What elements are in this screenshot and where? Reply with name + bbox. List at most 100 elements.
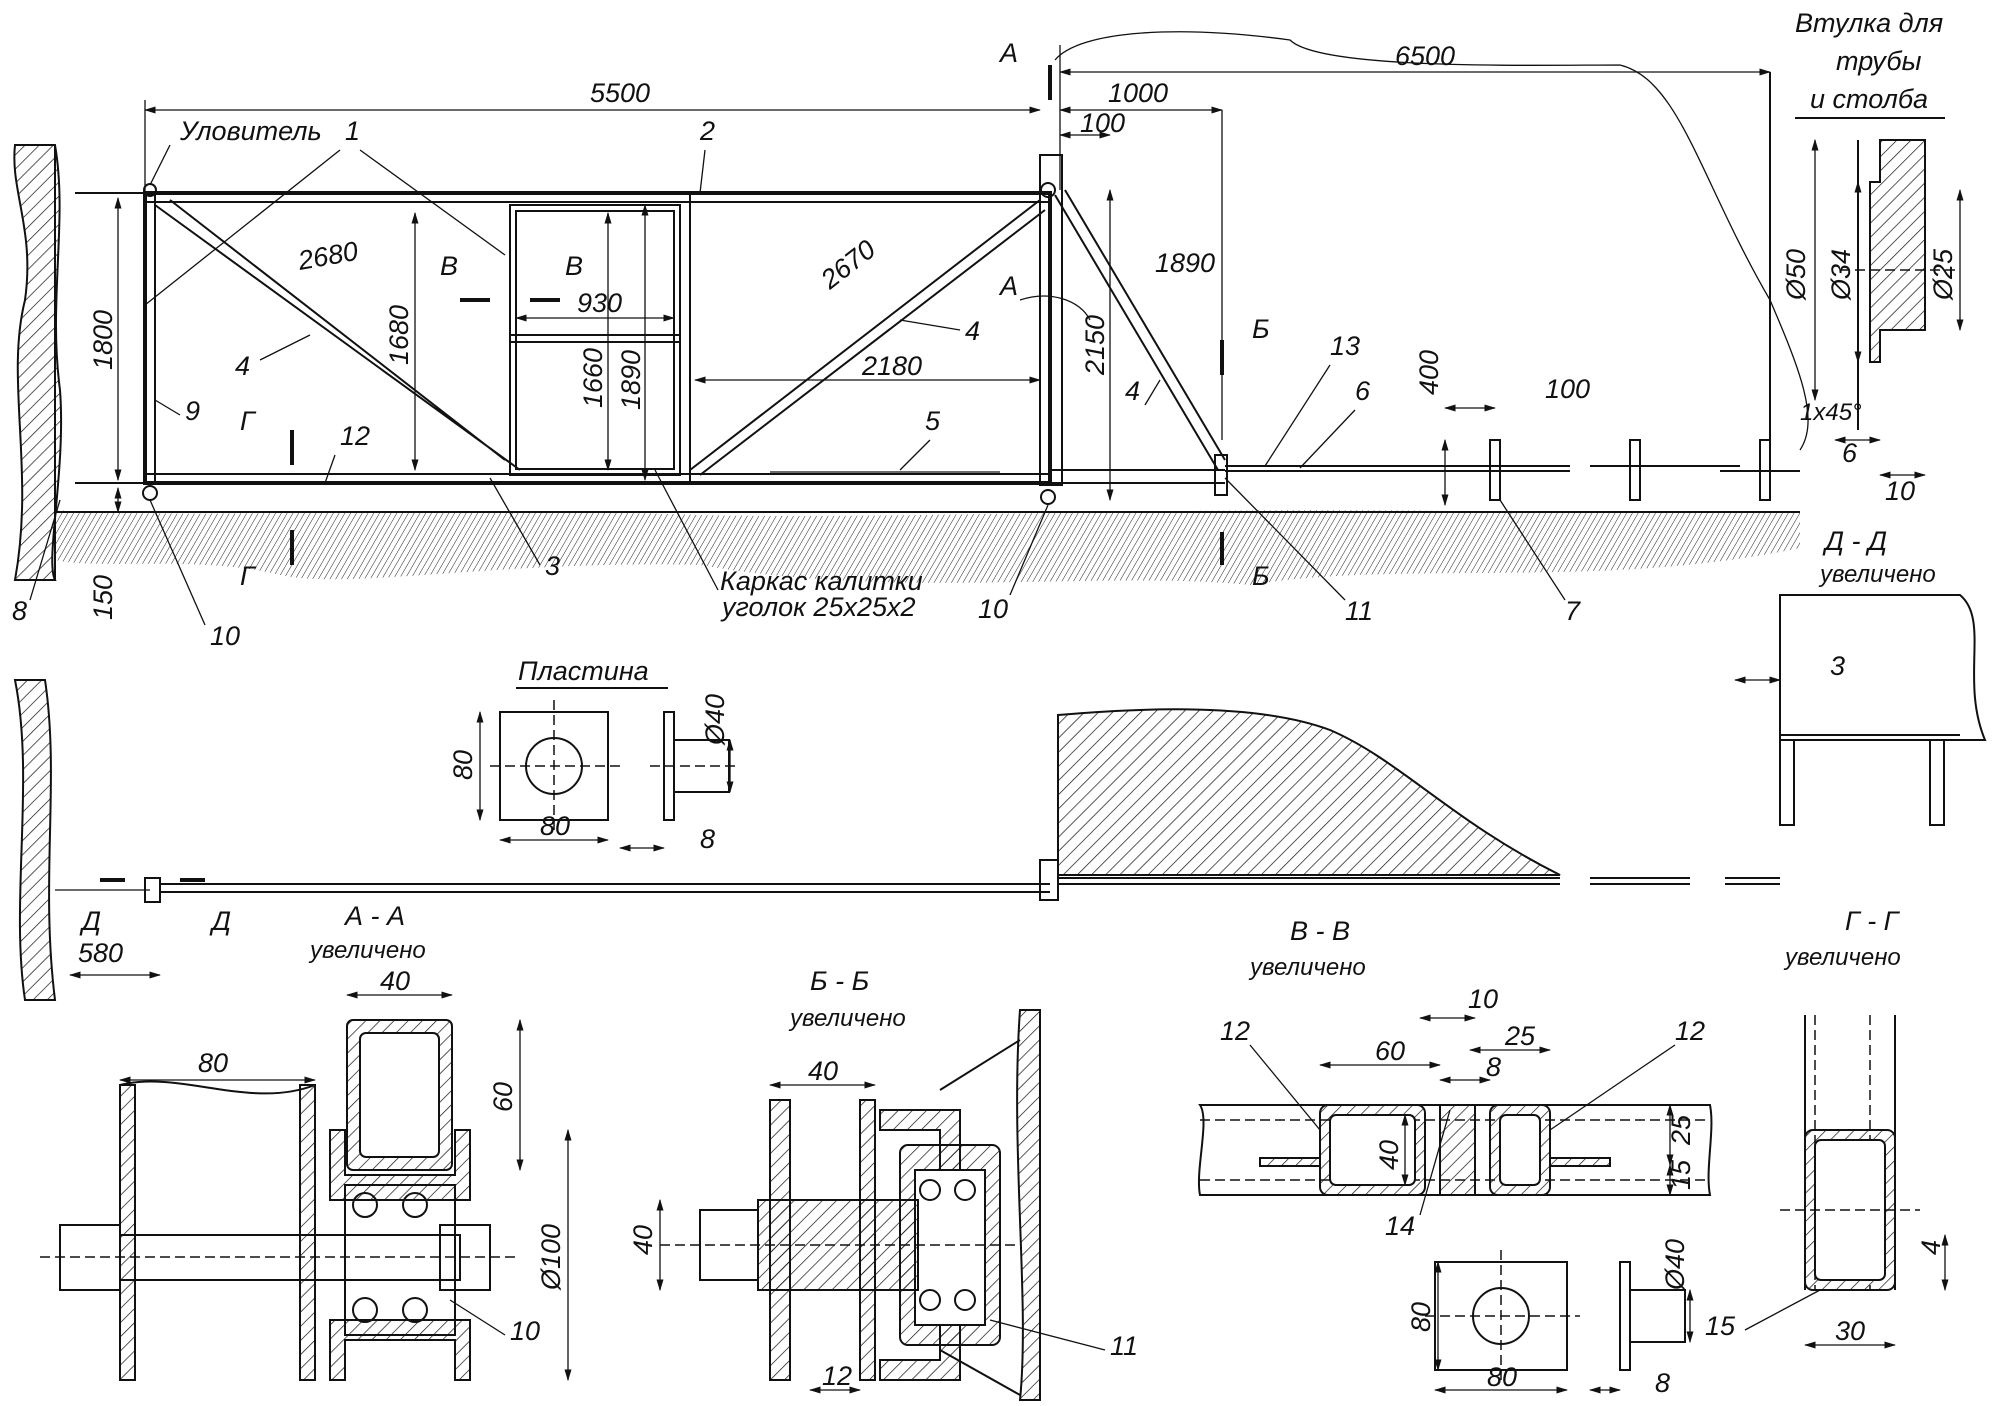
dim-dia34: Ø34: [1826, 249, 1856, 301]
part-8: 8: [12, 596, 27, 626]
dim-aa-40: 40: [380, 966, 410, 996]
vv-part-12-right: 12: [1675, 1016, 1705, 1046]
dim-1890: 1890: [1155, 248, 1215, 278]
top-roller: [1040, 182, 1056, 198]
gate-elevation: [13, 31, 1809, 585]
vv-leader-12-right: [1549, 1044, 1676, 1131]
vv-tube-left-inner: [1329, 1114, 1416, 1186]
leader-4-right: [1144, 379, 1161, 406]
plate2-tube: [1629, 1289, 1686, 1343]
vv-flange-left: [1259, 1157, 1321, 1167]
section-bb-enlarged: увеличено: [788, 1005, 906, 1032]
cut-g-bottom: Г: [240, 561, 257, 591]
vv-outline: [1198, 1104, 1713, 1196]
bb-pillar-wall: [1016, 1009, 1041, 1401]
dim-plate2-80-h: 80: [1487, 1362, 1517, 1392]
section-dd: Д - Д увеличено 3: [1733, 526, 1987, 826]
diagonal-brace-right: [689, 199, 1046, 476]
section-aa-title: А - А: [343, 901, 405, 931]
dd-post-right: [1929, 739, 1945, 826]
dim-vv-40: 40: [1374, 1140, 1404, 1170]
part-10-right: 10: [978, 594, 1008, 624]
part-5: 5: [925, 406, 941, 436]
cut-b-bottom: Б: [1252, 561, 1270, 591]
leader-8: [29, 499, 61, 601]
cut-g-top: Г: [240, 406, 257, 436]
dim-580: 580: [78, 938, 123, 968]
aa-bearing-2: [402, 1192, 428, 1218]
wicket-frame: [509, 204, 681, 476]
dim-vv-60: 60: [1375, 1036, 1405, 1066]
dim-6500: 6500: [1395, 41, 1455, 71]
roller-left: [142, 485, 158, 501]
dim-2680: 2680: [295, 236, 360, 276]
dim-vv-25: 25: [1504, 1021, 1536, 1051]
leader-2: [699, 149, 706, 194]
aa-leader-10: [449, 1299, 506, 1336]
section-bb-title: Б - Б: [810, 966, 869, 996]
plan-left-wall: [13, 679, 57, 1001]
aa-bearing-3: [352, 1297, 378, 1323]
section-gg-enlarged: увеличено: [1783, 944, 1901, 971]
leader-4-mid: [899, 319, 961, 331]
section-dd-title: Д - Д: [1822, 526, 1887, 556]
vv-tube-right-inner: [1499, 1114, 1541, 1186]
cut-b-top: Б: [1252, 314, 1270, 344]
leader-10-left: [149, 499, 206, 626]
wicket-frame-inner: [515, 210, 675, 470]
part-3: 3: [545, 551, 560, 581]
leader-9: [154, 399, 181, 416]
bushing-detail: Втулка для трубы и столба Ø50 Ø34 Ø25 1x…: [1781, 8, 1964, 506]
part-9: 9: [185, 396, 200, 426]
part-11: 11: [1345, 596, 1373, 626]
dim-bb-40-v: 40: [628, 1225, 658, 1255]
dim-vv-15: 15: [1666, 1159, 1696, 1190]
bb-leader-11: [989, 1319, 1106, 1351]
bushing-title-2: трубы: [1836, 46, 1922, 76]
dim-gg-30: 30: [1835, 1316, 1865, 1346]
dim-bb-40: 40: [808, 1056, 838, 1086]
section-gg: Г - Г увеличено 4 30 15: [1705, 906, 1949, 1349]
bb-bearing-2: [954, 1179, 976, 1201]
part-4-left: 4: [235, 351, 250, 381]
plate-detail-2: 80 80 Ø40 8: [1406, 1239, 1694, 1398]
part-13: 13: [1330, 331, 1360, 361]
roller-right: [1040, 489, 1056, 505]
dim-plate-80-h: 80: [540, 811, 570, 841]
cut-a-leader: [1019, 295, 1091, 321]
bb-part-11: 11: [1110, 1331, 1138, 1361]
plate-detail: Пластина 80 80 Ø40 8: [448, 656, 740, 854]
plan-pillar: [1039, 859, 1059, 901]
part-11-block: [1214, 454, 1228, 496]
section-vv-title: В - В: [1290, 916, 1350, 946]
dim-plate-dia40: Ø40: [700, 694, 730, 746]
section-vv-enlarged: увеличено: [1248, 954, 1366, 981]
leader-3: [489, 477, 541, 566]
dim-100: 100: [1080, 108, 1125, 138]
dim-2150: 2150: [1080, 315, 1110, 376]
aa-roller-hub: [344, 1184, 456, 1336]
plate-title: Пластина: [518, 656, 649, 686]
dim-aa-60: 60: [488, 1082, 518, 1112]
vv-angle: [1439, 1104, 1476, 1196]
dim-aa-80: 80: [198, 1048, 228, 1078]
gg-part-15: 15: [1705, 1311, 1736, 1341]
aa-break-top: [119, 1080, 316, 1095]
part-1: 1: [345, 116, 360, 146]
label-catcher: Уловитель: [179, 116, 322, 146]
leader-7: [1499, 499, 1566, 601]
dim-5500: 5500: [590, 78, 650, 108]
dim-plate2-80-v: 80: [1406, 1302, 1436, 1332]
part-12: 12: [340, 421, 370, 451]
cut-v-left: В: [440, 251, 458, 281]
cut-a-bottom: А: [998, 271, 1018, 301]
dim-6: 6: [1842, 438, 1858, 468]
dim-vv-8: 8: [1486, 1052, 1501, 1082]
bb-bearing-3: [919, 1289, 941, 1311]
part-4-mid: 4: [965, 316, 980, 346]
dim-1000: 1000: [1108, 78, 1168, 108]
aa-profile-inner: [359, 1032, 440, 1158]
part-7: 7: [1565, 596, 1581, 626]
section-aa-enlarged: увеличено: [308, 937, 426, 964]
dim-1800: 1800: [88, 310, 118, 370]
